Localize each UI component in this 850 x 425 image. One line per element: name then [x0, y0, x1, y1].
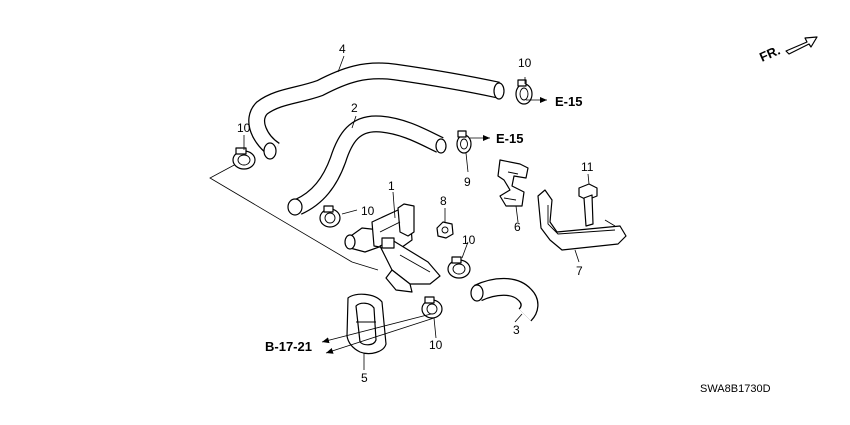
callout-clamp-valve-right: 10: [462, 233, 476, 247]
callout-clamp-upper-left: 10: [237, 121, 251, 135]
callout-clamp-upper-right: 10: [518, 56, 532, 70]
clamp-upper-left: [232, 147, 256, 170]
front-arrow-icon: [785, 36, 818, 55]
clamp-middle-right: [456, 130, 472, 154]
clamp-upper-right: [515, 79, 533, 105]
holder-stay: [537, 189, 627, 251]
callout-clip: 9: [464, 175, 471, 189]
leader-lines: [243, 55, 590, 370]
callout-grommet: 5: [361, 371, 368, 385]
callout-holder: 6: [514, 220, 521, 234]
callout-valve: 1: [388, 179, 395, 193]
front-direction-label: FR.: [757, 43, 782, 65]
clamp-valve-right: [447, 256, 471, 279]
ref-e15-upper: E-15: [555, 94, 582, 109]
callout-hose-lower: 3: [513, 323, 520, 337]
callout-stay: 7: [576, 264, 583, 278]
grommet: [346, 293, 387, 355]
ref-b1721: B-17-21: [265, 339, 312, 354]
reference-labels: E-15 E-15 B-17-21: [265, 94, 582, 354]
hose-upper: [248, 62, 505, 160]
hose-clamps: [232, 79, 533, 319]
callout-bolt: 11: [581, 160, 594, 174]
callout-hose-middle: 2: [351, 101, 358, 115]
clamp-valve-left: [319, 205, 341, 228]
hose-lower: [470, 277, 539, 322]
assembly-boundary: [209, 162, 379, 271]
front-direction-indicator: FR.: [757, 36, 818, 65]
flange-nut: [436, 221, 454, 239]
callout-nut: 8: [440, 194, 447, 208]
reference-arrows: [321, 97, 547, 354]
hose-holder: [497, 159, 529, 207]
water-valve: [344, 203, 441, 293]
callout-clamp-valve-left: 10: [361, 204, 375, 218]
callouts: 4 2 1 8 10 10 10 10 10 9 6 11 7 3 5: [237, 42, 594, 385]
diagram-code: SWA8B1730D: [700, 383, 771, 395]
ref-e15-middle: E-15: [496, 131, 523, 146]
clamp-lower: [421, 296, 443, 319]
flange-bolt: [578, 183, 598, 227]
callout-clamp-lower: 10: [429, 338, 443, 352]
callout-hose-upper: 4: [339, 42, 346, 56]
hose-middle: [287, 115, 447, 216]
